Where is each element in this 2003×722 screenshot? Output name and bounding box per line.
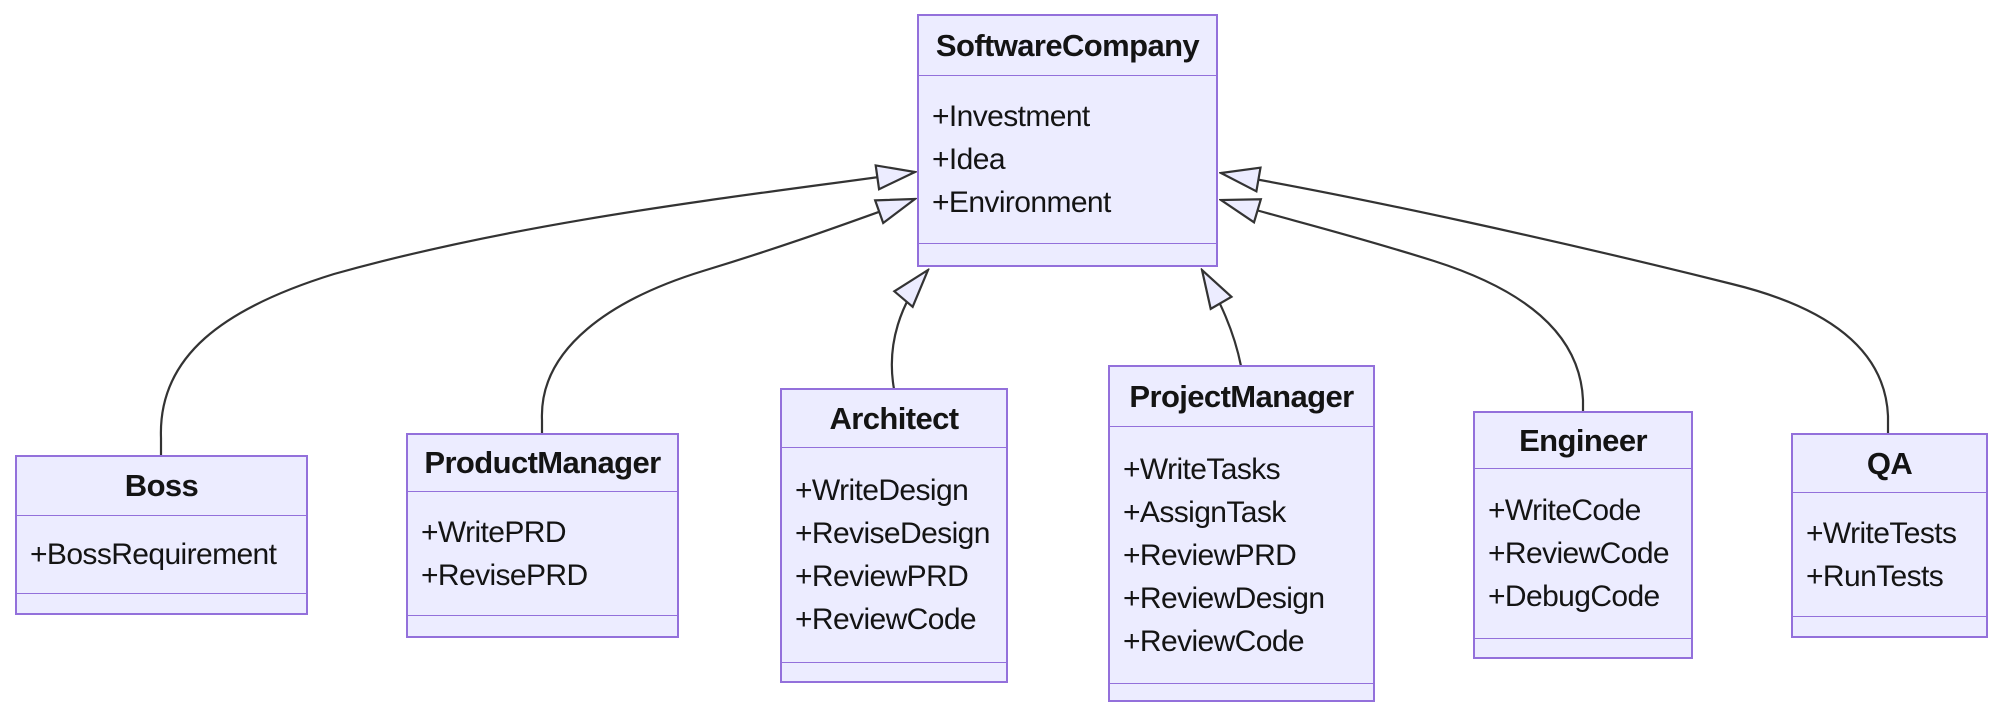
class-box-product-manager: ProductManager +WritePRD +RevisePRD [406,433,679,638]
inheritance-edge-productmanager-to-softwarecompany [540,199,915,434]
class-empty-compartment [1110,683,1373,700]
class-member: +ReviewCode [1123,624,1305,658]
class-empty-compartment [782,662,1006,681]
class-box-boss: Boss +BossRequirement [15,455,308,615]
class-member: +ReviewPRD [795,560,969,593]
class-members-compartment: +WriteCode +ReviewCode +DebugCode [1475,469,1691,638]
class-members-compartment: +BossRequirement [17,516,306,593]
class-member: +RunTests [1806,559,1944,593]
class-empty-compartment [919,243,1216,265]
class-title: ProductManager [408,435,677,492]
class-members-compartment: +Investment +Idea +Environment [919,76,1216,243]
class-member: +WriteTasks [1123,452,1281,486]
class-title: Boss [17,457,306,516]
inheritance-edge-boss-to-softwarecompany [159,172,915,456]
class-member: +Investment [932,100,1090,133]
class-member: +WritePRD [421,515,567,549]
class-box-project-manager: ProjectManager +WriteTasks +AssignTask +Rev… [1108,365,1375,702]
class-title: SoftwareCompany [919,16,1216,76]
class-member: +ReviseDesign [795,517,990,550]
class-member: +Idea [932,143,1006,176]
class-box-qa: QA +WriteTests +RunTests [1791,433,1988,638]
inheritance-edge-qa-to-softwarecompany [1221,173,1890,434]
class-member: +WriteCode [1488,494,1641,527]
class-empty-compartment [1475,638,1691,657]
class-member: +ReviewPRD [1123,538,1297,572]
inheritance-edge-engineer-to-softwarecompany [1221,200,1585,412]
class-member: +ReviewCode [1488,537,1670,570]
class-members-compartment: +WriteDesign +ReviseDesign +ReviewPRD +Revi… [782,448,1006,662]
class-member: +ReviewCode [795,603,977,636]
inheritance-edge-architect-to-softwarecompany [890,270,928,390]
class-box-engineer: Engineer +WriteCode +ReviewCode +DebugCode [1473,411,1693,659]
class-member: +ReviewDesign [1123,581,1325,615]
class-member: +BossRequirement [30,538,277,571]
class-members-compartment: +WriteTasks +AssignTask +ReviewPRD +ReviewD… [1110,427,1373,683]
inheritance-edge-projectmanager-to-softwarecompany [1202,270,1243,367]
class-title: Engineer [1475,413,1691,469]
class-empty-compartment [17,593,306,613]
class-empty-compartment [408,615,677,636]
class-member: +WriteTests [1806,516,1957,550]
class-title: Architect [782,390,1006,448]
class-empty-compartment [1793,616,1986,636]
class-member: +RevisePRD [421,558,588,592]
class-member: +WriteDesign [795,474,969,507]
class-box-software-company: SoftwareCompany +Investment +Idea +Environm… [917,14,1218,267]
class-members-compartment: +WriteTests +RunTests [1793,493,1986,616]
class-member: +AssignTask [1123,495,1286,529]
class-members-compartment: +WritePRD +RevisePRD [408,492,677,615]
class-member: +DebugCode [1488,580,1660,613]
class-title: ProjectManager [1110,367,1373,427]
class-title: QA [1793,435,1986,493]
class-box-architect: Architect +WriteDesign +ReviseDesign +Revie… [780,388,1008,683]
class-member: +Environment [932,186,1111,219]
